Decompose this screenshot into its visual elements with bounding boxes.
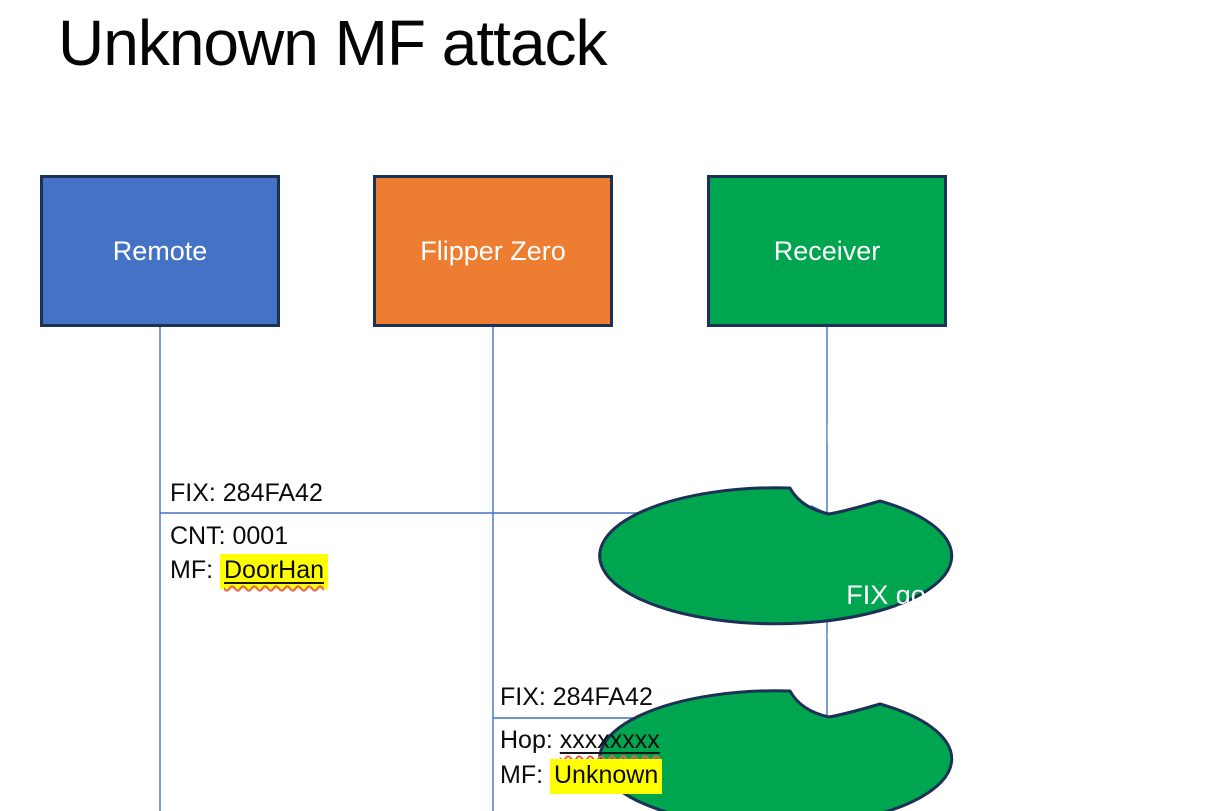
message2-mf-value: Unknown [550, 759, 663, 794]
message1-mf-value-highlight: DoorHan [220, 554, 329, 589]
callout2-line2: CNT is ???? [826, 620, 976, 651]
callout1-line1: FIX good [846, 376, 956, 407]
callout1-line3: “Opened” [843, 458, 959, 489]
speech-bubble-1 [598, 486, 954, 626]
slide-title: Unknown MF attack [58, 7, 608, 79]
actor-box-remote: Remote [40, 175, 280, 327]
actor-label-flipper-zero: Flipper Zero [420, 235, 566, 266]
callout-text-1: FIX good CNT 0001 good “Opened” [733, 366, 1069, 500]
message1-fix-label: FIX: 284FA42 [170, 479, 323, 507]
actor-label-receiver: Receiver [773, 235, 881, 266]
message2-mf-prefix: MF: [500, 761, 550, 789]
actor-label-remote: Remote [112, 235, 208, 266]
callout1-line2: CNT 0001 good [805, 417, 997, 448]
message2-hop-value: xxxxxxxx [559, 726, 660, 754]
speech-bubble-2 [598, 689, 954, 811]
message2-fix-label: FIX: 284FA42 [500, 683, 653, 711]
message1-mf-value: DoorHan [224, 556, 325, 584]
message1-mf-label: MF: DoorHan [170, 554, 329, 589]
message2-hop-label: Hop: xxxxxxxx [500, 726, 660, 755]
callout2-line1: FIX good [846, 579, 956, 610]
message2-mf-label: MF: Unknown [500, 759, 663, 794]
callout2-line3: “Opened” [843, 661, 959, 692]
message1-mf-prefix: MF: [170, 556, 220, 584]
actor-box-flipper-zero: Flipper Zero [373, 175, 613, 327]
message2-hop-prefix: Hop: [500, 726, 560, 754]
callout-text-2: FIX good CNT is ???? “Opened” [733, 569, 1069, 703]
actor-box-receiver: Receiver [707, 175, 947, 327]
message1-cnt-label: CNT: 0001 [170, 522, 289, 550]
